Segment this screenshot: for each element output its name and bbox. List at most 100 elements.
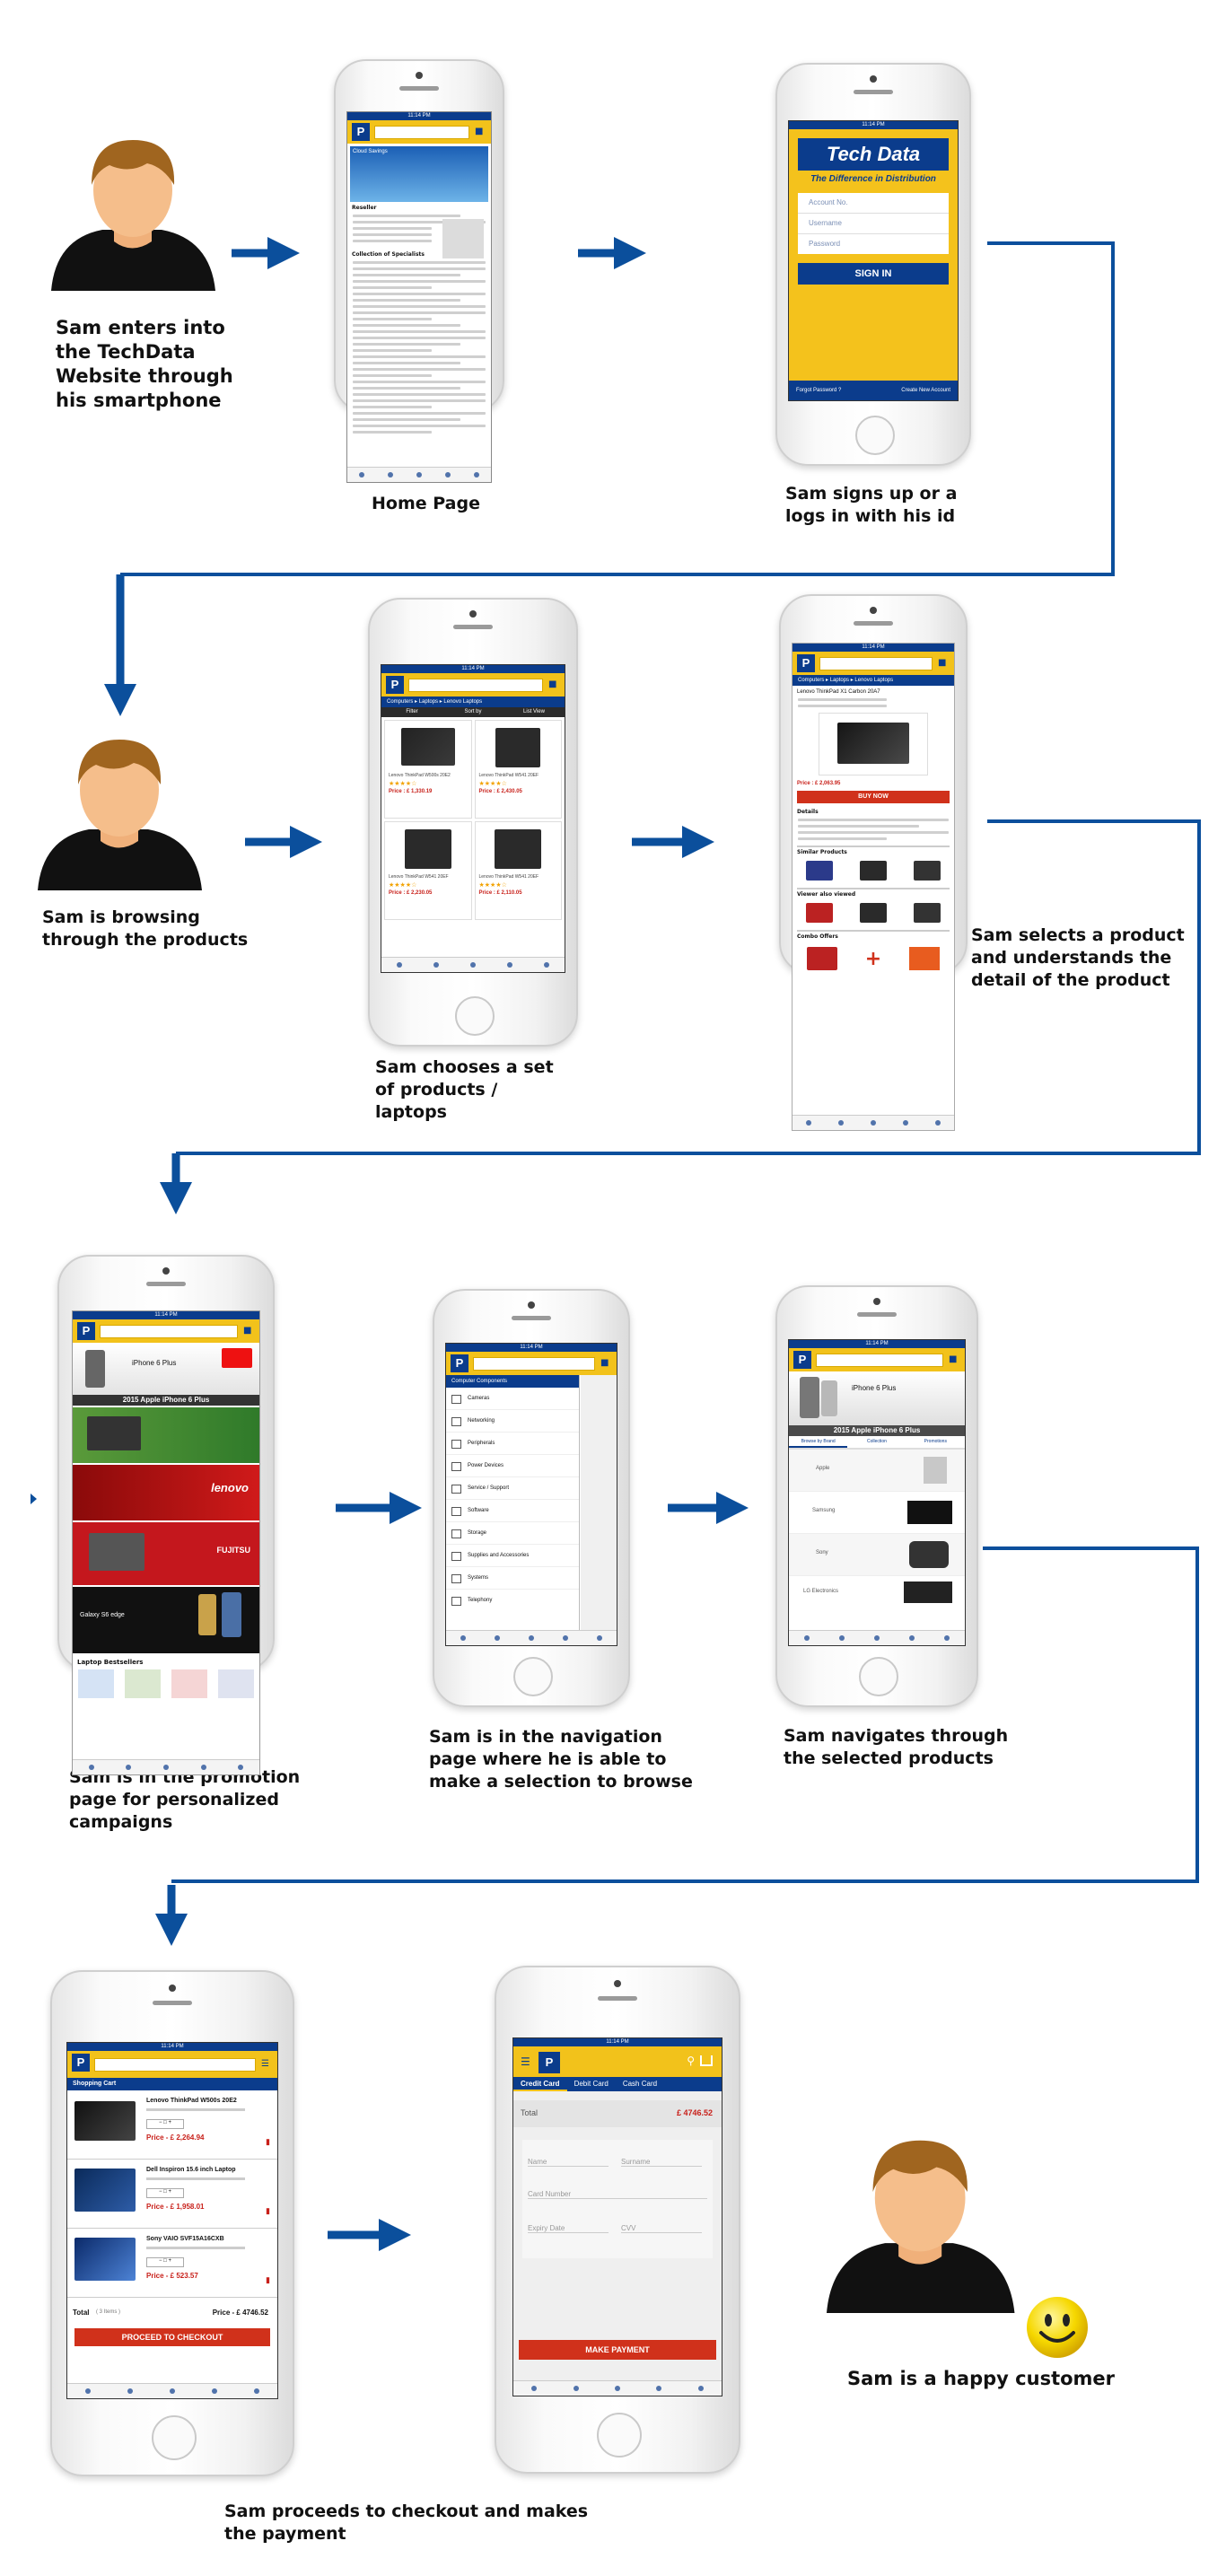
tab-cash-card[interactable]: Cash Card [622,2080,658,2088]
product-card[interactable]: Lenovo ThinkPad W500s 20E2 ★★★★☆ Price :… [384,720,472,819]
logo[interactable]: P [797,654,815,672]
cart-item[interactable]: Sony VAIO SVF15A16CXB − □ + Price - £ 52… [67,2229,277,2298]
proceed-to-checkout-button[interactable]: PROCEED TO CHECKOUT [74,2328,270,2346]
logo[interactable]: P [539,2052,560,2073]
search-input[interactable] [473,1357,595,1371]
brand-row[interactable]: LG Electronics [789,1576,965,1612]
password-field[interactable]: Password [809,240,841,248]
logo[interactable]: P [793,1351,811,1369]
menu-icon[interactable]: ☰ [521,2055,530,2068]
quantity-stepper[interactable]: − □ + [146,2257,184,2267]
iphone-banner[interactable]: iPhone 6 Plus 2015 Apple iPhone 6 Plus [789,1371,965,1436]
menu-item[interactable]: Peripherals [446,1433,579,1455]
menu-item[interactable]: Software [446,1500,579,1522]
promo-banner-galaxy[interactable]: Galaxy S6 edge [73,1587,259,1653]
cvv-field[interactable]: CVV [621,2224,702,2233]
list-view-button[interactable]: List View [523,709,545,714]
cart-icon[interactable]: ■ [475,127,484,136]
logo[interactable]: P [72,2054,90,2072]
menu-item[interactable]: Power Devices [446,1455,579,1477]
name-field[interactable]: Name [528,2158,609,2167]
cart-item[interactable]: Dell Inspiron 15.6 inch Laptop − □ + Pri… [67,2160,277,2229]
filter-button[interactable]: Filter [406,709,418,714]
menu-icon[interactable]: ☰ [261,2059,269,2069]
tab-promotions[interactable]: Promotions [924,1439,947,1444]
cart-item[interactable]: Lenovo ThinkPad W500s 20E2 − □ + Price -… [67,2090,277,2160]
menu-item[interactable]: Systems [446,1567,579,1590]
bestseller-thumb[interactable] [171,1669,207,1698]
delete-icon[interactable]: ▮ [266,2275,270,2284]
viewed-product-thumb[interactable] [860,903,887,923]
forgot-password-link[interactable]: Forgot Password ? [796,388,842,393]
product-card[interactable]: Lenovo ThinkPad W541 20EF ★★★★☆ Price : … [474,821,562,920]
tab-collection[interactable]: Collection [867,1439,887,1444]
login-form: Account No. Username Password [798,193,949,254]
search-icon[interactable]: ⚲ [687,2055,695,2067]
quantity-stepper[interactable]: − □ + [146,2119,184,2129]
combo-laptop-thumb[interactable] [806,947,837,970]
cart-icon[interactable]: ■ [243,1326,252,1336]
menu-item[interactable]: Service / Support [446,1477,579,1500]
promo-banner-fujitsu[interactable]: FUJITSU [73,1522,259,1585]
card-number-field[interactable]: Card Number [528,2190,707,2199]
create-account-link[interactable]: Create New Account [901,388,950,393]
phone-navigation: 11:14 PM P ■ Computer Components Cameras… [433,1289,630,1707]
cart-title: Shopping Cart [67,2078,277,2090]
product-card[interactable]: Lenovo ThinkPad W541 20EF ★★★★☆ Price : … [384,821,472,920]
make-payment-button[interactable]: MAKE PAYMENT [519,2340,716,2360]
bestseller-thumb[interactable] [78,1669,114,1698]
search-input[interactable] [374,126,469,139]
cart-icon[interactable]: ■ [548,679,557,689]
account-field[interactable]: Account No. [798,193,949,214]
menu-item[interactable]: Cameras [446,1388,579,1410]
brand-row[interactable]: Sony [789,1534,965,1576]
sign-in-button[interactable]: SIGN IN [798,263,949,285]
similar-product-thumb[interactable] [860,861,887,881]
search-input[interactable] [819,657,933,670]
cart-icon[interactable]: ■ [600,1358,609,1368]
bestseller-thumb[interactable] [125,1669,161,1698]
similar-product-thumb[interactable] [914,861,941,881]
quantity-stepper[interactable]: − □ + [146,2188,184,2198]
office-thumb[interactable] [909,947,941,970]
similar-product-thumb[interactable] [806,861,833,881]
search-input[interactable] [100,1325,238,1338]
promo-iphone-banner[interactable]: iPhone 6 Plus 2015 Apple iPhone 6 Plus [73,1343,259,1406]
brand-row[interactable]: Samsung [789,1492,965,1534]
viewed-product-thumb[interactable] [806,903,833,923]
promo-banner-green[interactable] [73,1407,259,1463]
menu-item[interactable]: Storage [446,1522,579,1545]
surname-field[interactable]: Surname [621,2158,702,2167]
tab-browse-by-brand[interactable]: Browse by Brand [789,1436,848,1448]
logo[interactable]: P [451,1354,469,1372]
menu-item[interactable]: Supplies and Accessories [446,1545,579,1567]
hero-banner[interactable]: Cloud Savings [350,146,488,202]
bestseller-thumb[interactable] [218,1669,254,1698]
cart-icon[interactable] [700,2055,713,2066]
cart-icon[interactable]: ■ [938,658,947,668]
logo[interactable]: P [386,676,404,694]
site-header: P ■ [73,1319,259,1343]
delete-icon[interactable]: ▮ [266,2206,270,2215]
expiry-field[interactable]: Expiry Date [528,2224,609,2233]
username-field[interactable]: Username [798,214,949,234]
logo[interactable]: P [352,123,370,141]
promo-banner-lenovo[interactable]: lenovo [73,1465,259,1520]
tab-debit-card[interactable]: Debit Card [574,2080,609,2088]
brand-row[interactable]: Apple [789,1450,965,1492]
search-input[interactable] [408,679,543,692]
menu-header[interactable]: Computer Components [446,1375,579,1388]
viewed-product-thumb[interactable] [914,903,941,923]
search-input[interactable] [816,1354,943,1367]
logo[interactable]: P [77,1322,95,1340]
menu-item[interactable]: Telephony [446,1590,579,1611]
product-card[interactable]: Lenovo ThinkPad W541 20EF ★★★★☆ Price : … [474,720,562,819]
cart-icon[interactable]: ■ [949,1354,958,1364]
search-input[interactable] [94,2058,256,2072]
sort-button[interactable]: Sort by [464,709,482,714]
tab-credit-card[interactable]: Credit Card [513,2077,567,2091]
delete-icon[interactable]: ▮ [266,2137,270,2146]
menu-item[interactable]: Networking [446,1410,579,1433]
buy-now-button[interactable]: BUY NOW [797,791,950,803]
